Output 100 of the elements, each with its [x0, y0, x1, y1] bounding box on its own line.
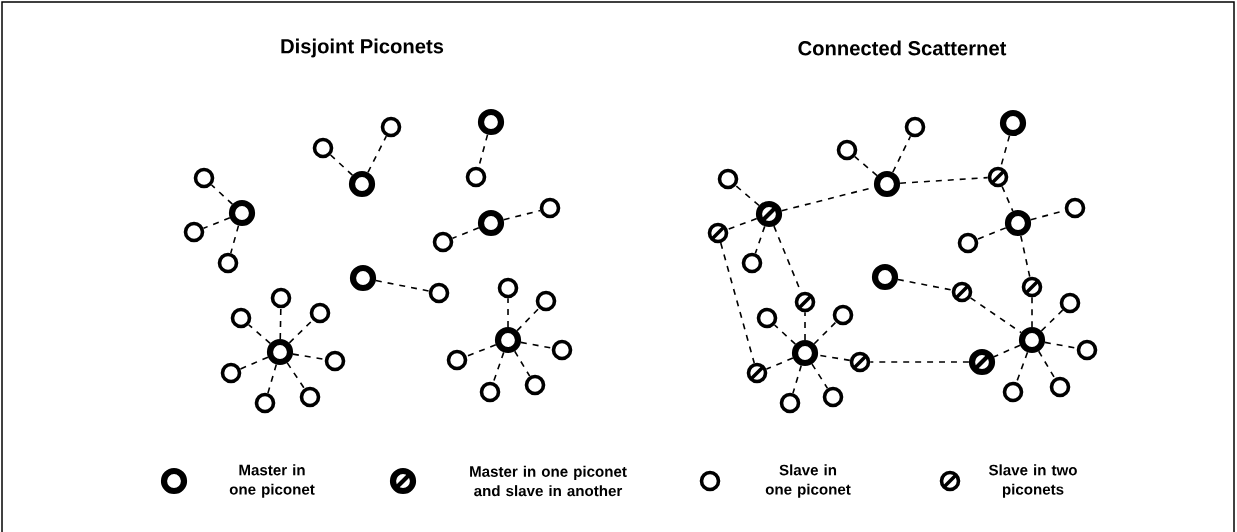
dashed-link [367, 135, 388, 174]
slave-node [220, 362, 242, 384]
dashed-link [451, 227, 480, 239]
bridge-slave-node [746, 362, 768, 384]
bridge-slave-node [849, 351, 871, 373]
slave-node [380, 116, 402, 138]
dashed-link [726, 217, 758, 231]
slave-node [551, 339, 573, 361]
slave-node [254, 392, 276, 414]
dashed-link [288, 319, 314, 344]
dashed-link [817, 354, 851, 362]
master-node [999, 109, 1027, 137]
bridge-slave-node [987, 166, 1009, 188]
dashed-link [969, 297, 1022, 334]
dashed-link [792, 364, 803, 394]
dashed-link [897, 278, 953, 291]
master-node [791, 339, 819, 367]
panel-title: Disjoint Piconets [281, 38, 444, 58]
dashed-link [811, 363, 829, 390]
dashed-link [516, 307, 540, 332]
legend-text: Master in one piconet [229, 464, 315, 498]
slave-node [779, 392, 801, 414]
dashed-link [869, 361, 970, 363]
bridge-master-node [968, 348, 996, 376]
dashed-link [492, 351, 505, 384]
dashed-link [993, 344, 1021, 358]
dashed-link [1031, 296, 1033, 328]
master-node [477, 209, 505, 237]
dashed-link [892, 135, 912, 174]
slave-node [217, 252, 239, 274]
dashed-link [719, 242, 756, 364]
dashed-link [286, 362, 306, 390]
master-node [873, 170, 901, 198]
bridge-slave-node [951, 281, 973, 303]
dashed-link [502, 209, 541, 221]
dashed-link [754, 225, 766, 255]
dashed-link [202, 217, 231, 229]
slave-node [193, 167, 215, 189]
master-node [349, 264, 377, 292]
dashed-link [1040, 309, 1064, 332]
slave-node [428, 282, 450, 304]
dashed-link [804, 311, 806, 341]
slave-node [432, 231, 454, 253]
dashed-link [1037, 350, 1056, 379]
dashed-link [279, 307, 282, 340]
dashed-link [513, 350, 531, 377]
slave-node [230, 307, 252, 329]
slave-node [539, 197, 561, 219]
dashed-link [267, 363, 278, 394]
slave-node [836, 139, 858, 161]
slave-node [904, 116, 926, 138]
legend-text: Slave in two piconets [988, 464, 1077, 498]
dashed-link [507, 297, 509, 328]
slave-node [822, 386, 844, 408]
dashed-link [976, 227, 1007, 240]
master-node [228, 199, 256, 227]
slave-node [535, 290, 557, 312]
slave-node [957, 232, 979, 254]
dashed-link [230, 224, 240, 254]
bridge-slave-node [794, 291, 816, 313]
master-node [477, 108, 505, 136]
slave-node [1002, 381, 1024, 403]
slave-node [299, 386, 321, 408]
slave-node [741, 252, 763, 274]
slave-node [312, 137, 334, 159]
dashed-link [854, 155, 878, 177]
slave-node [309, 302, 331, 324]
master-node [494, 326, 522, 354]
master-node [266, 338, 294, 366]
dashed-link [899, 176, 989, 184]
slave-node [183, 221, 205, 243]
slave-node [717, 168, 739, 190]
bridge-master-node [755, 200, 783, 228]
dashed-link [210, 184, 234, 205]
dashed-link [1001, 185, 1014, 212]
slave-node [1064, 197, 1086, 219]
slave-node [756, 307, 778, 329]
panel-title: Connected Scatternet [798, 40, 1007, 56]
slave-node [465, 166, 487, 188]
dashed-link [239, 356, 269, 370]
slave-node [832, 304, 854, 326]
dashed-link [465, 344, 497, 358]
legend-text: Slave in one piconet [765, 464, 851, 498]
slave-node [497, 277, 519, 299]
slave-node [1076, 339, 1098, 361]
master-node [871, 263, 899, 291]
master-node [1018, 326, 1046, 354]
dashed-link [813, 321, 837, 345]
legend-text: Master in one piconet and slave in another [470, 465, 627, 497]
dashed-link [773, 324, 797, 345]
master-node [348, 170, 376, 198]
slave-node [324, 350, 346, 372]
slave-node [524, 374, 546, 396]
dashed-link [1020, 235, 1031, 278]
slave-node [1049, 376, 1071, 398]
dashed-link [520, 341, 553, 349]
master-node [1004, 209, 1032, 237]
slave-node [446, 349, 468, 371]
slave-node [270, 287, 292, 309]
dashed-link [375, 279, 430, 292]
